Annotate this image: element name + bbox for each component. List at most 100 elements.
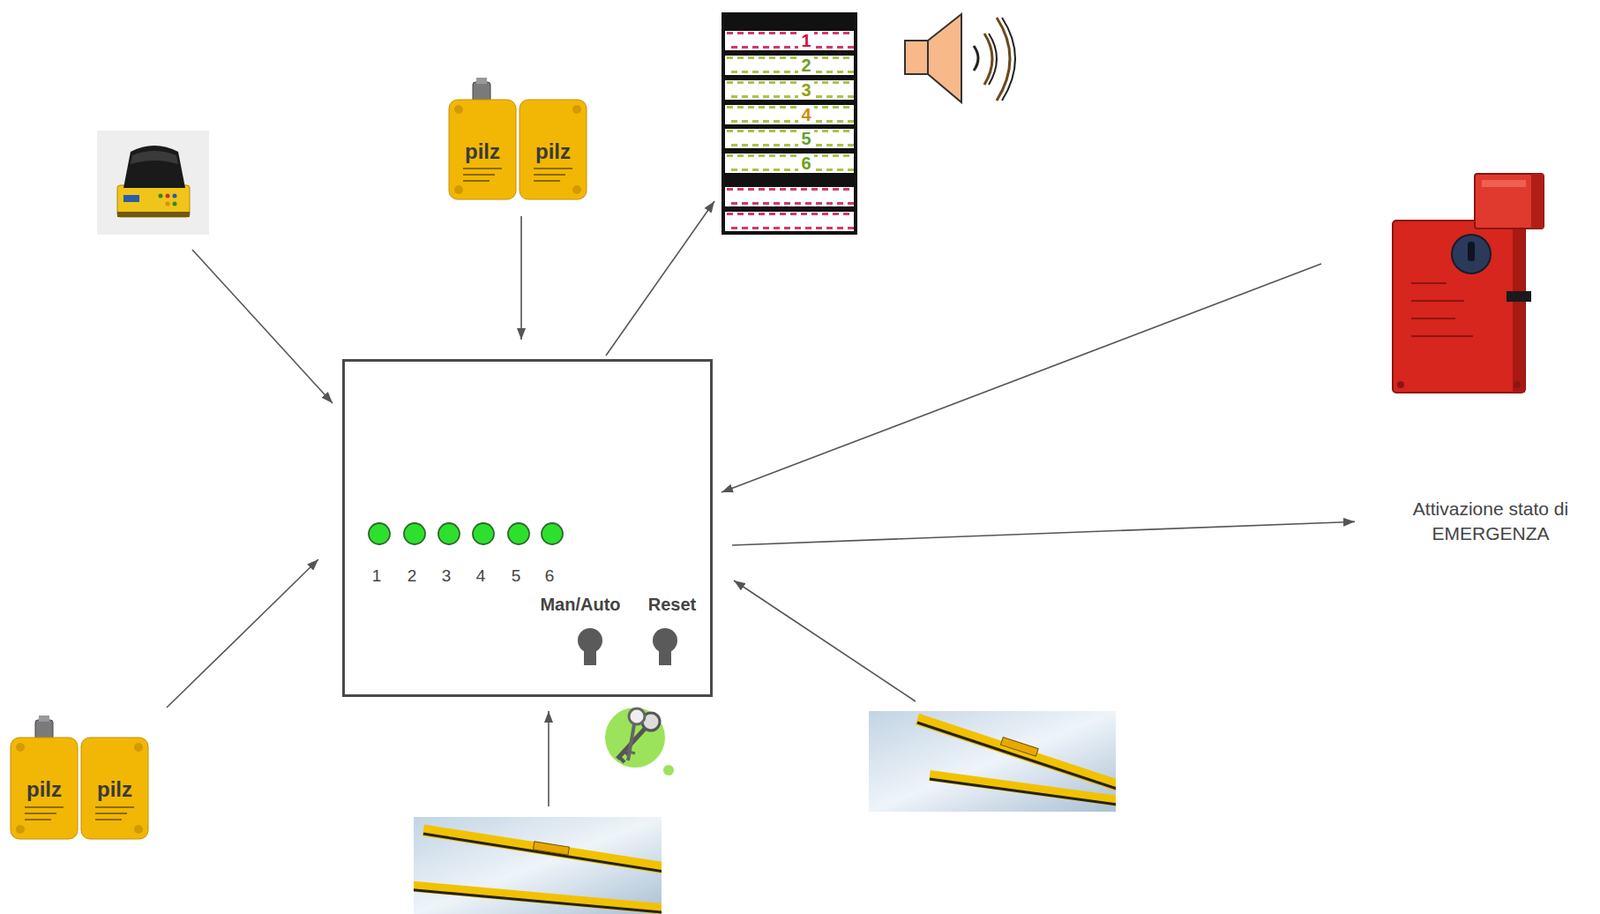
stack-light-segment — [725, 186, 854, 207]
light-curtain — [405, 816, 671, 914]
stack-light-pattern — [726, 81, 733, 84]
magnetic-safety-switch-part — [134, 742, 143, 752]
stack-light-pattern — [843, 105, 850, 109]
key-icon-part — [619, 756, 625, 763]
stack-light-body — [721, 12, 858, 235]
safety-interlock-switch-part — [1506, 291, 1532, 302]
magnetic-safety-switch-part — [572, 104, 582, 114]
magnetic-safety-switch-part — [533, 173, 566, 176]
stack-light-pattern — [747, 105, 755, 109]
stack-light-pattern — [726, 212, 733, 216]
magnetic-safety-switch-part — [454, 185, 464, 195]
safety-interlock-switch-part — [1531, 173, 1544, 229]
magnetic-safety-switch — [10, 715, 149, 839]
stack-light-pattern — [822, 129, 829, 133]
stack-light-pattern — [837, 201, 844, 205]
stack-light-pattern — [741, 226, 748, 230]
stack-light-pattern — [737, 212, 744, 216]
stack-light-pattern — [815, 143, 823, 147]
light-curtain-part-part — [929, 775, 1116, 802]
magnetic-safety-switch-part — [81, 737, 149, 839]
stack-light-pattern — [747, 187, 755, 191]
stack-light-pattern — [815, 201, 823, 205]
magnetic-safety-switch-part — [519, 99, 587, 200]
stack-light-pattern — [758, 31, 765, 35]
stack-light-pattern — [762, 168, 770, 172]
stack-light-pattern — [731, 70, 738, 74]
node-text: 4 — [476, 567, 486, 586]
stack-light-pattern — [737, 31, 744, 35]
stack-light-pattern — [741, 95, 748, 98]
light-curtain — [868, 710, 1125, 812]
stack-light-pattern — [822, 56, 829, 60]
stack-light-pattern — [847, 201, 854, 205]
safety-interlock-switch-part — [1411, 299, 1465, 302]
stack-light-pattern — [741, 201, 748, 205]
stack-light-pattern — [837, 95, 844, 98]
laser-scanner-part — [158, 194, 164, 199]
magnetic-safety-switch-part — [24, 818, 52, 821]
stack-light-pattern — [773, 226, 780, 230]
stack-light-pattern — [741, 119, 748, 123]
stack-light-pattern — [826, 201, 833, 205]
key-icon-part — [605, 707, 666, 768]
speaker-symbol — [904, 14, 1016, 103]
stack-light-pattern — [784, 119, 791, 123]
status-led — [472, 523, 494, 545]
stack-light-segment — [725, 104, 854, 125]
stack-light-pattern — [726, 56, 733, 60]
stack-light-pattern — [762, 70, 770, 74]
stack-light-pattern — [737, 129, 744, 133]
stack-light-pattern — [769, 154, 776, 158]
stack-light-pattern — [726, 129, 733, 133]
signal-arrow-part — [547, 710, 550, 807]
stack-light-pattern — [726, 187, 733, 191]
stack-light-pattern — [790, 129, 797, 133]
stack-light-pattern — [779, 212, 786, 216]
stack-light-pattern — [773, 143, 780, 147]
safety-interlock-switch — [1392, 173, 1544, 393]
stack-light-pattern — [837, 45, 844, 49]
stack-light-pattern — [773, 45, 780, 49]
stack-light-pattern — [790, 81, 797, 84]
stack-light-pattern — [837, 70, 844, 74]
stack-light-pattern — [847, 45, 854, 49]
stack-light-pattern — [731, 119, 738, 123]
magnetic-safety-switch-part — [463, 167, 502, 170]
stack-light-pattern — [805, 226, 812, 230]
stack-light-pattern — [741, 168, 748, 172]
stack-light-pattern — [779, 154, 786, 158]
stack-light-pattern — [779, 31, 786, 35]
stack-light-pattern — [779, 129, 786, 133]
node-text: 6 — [798, 153, 814, 173]
stack-light-pattern — [843, 56, 850, 60]
stack-light-pattern — [769, 129, 776, 133]
stack-light-pattern — [752, 119, 759, 123]
stack-light-pattern — [843, 31, 850, 35]
safety-interlock-switch-part — [1481, 179, 1526, 187]
stack-light-pattern — [784, 201, 791, 205]
stack-light-pattern — [747, 129, 755, 133]
stack-light-pattern — [769, 81, 776, 84]
stack-light-pattern — [837, 119, 844, 123]
stack-light-pattern — [843, 212, 850, 216]
stack-light-pattern — [731, 143, 738, 147]
stack-light-pattern — [752, 143, 759, 147]
light-curtain-part — [413, 829, 662, 913]
stack-light-pattern — [815, 168, 823, 172]
node-text: 3 — [798, 80, 814, 100]
stack-light-pattern — [731, 226, 738, 230]
stack-light-pattern — [837, 168, 844, 172]
magnetic-safety-switch-part — [533, 167, 573, 170]
stack-light-pattern — [794, 201, 801, 205]
node-text: 5 — [798, 128, 814, 149]
stack-light-pattern — [837, 143, 844, 147]
stack-light-pattern — [826, 168, 833, 172]
stack-light-pattern — [758, 154, 765, 158]
safety-interlock-switch-part — [1512, 220, 1526, 393]
stack-light-pattern — [843, 129, 850, 133]
stack-light-pattern — [847, 119, 854, 123]
stack-light-pattern — [805, 201, 812, 205]
stack-light-segment — [725, 128, 854, 149]
stack-light-pattern — [822, 81, 829, 84]
